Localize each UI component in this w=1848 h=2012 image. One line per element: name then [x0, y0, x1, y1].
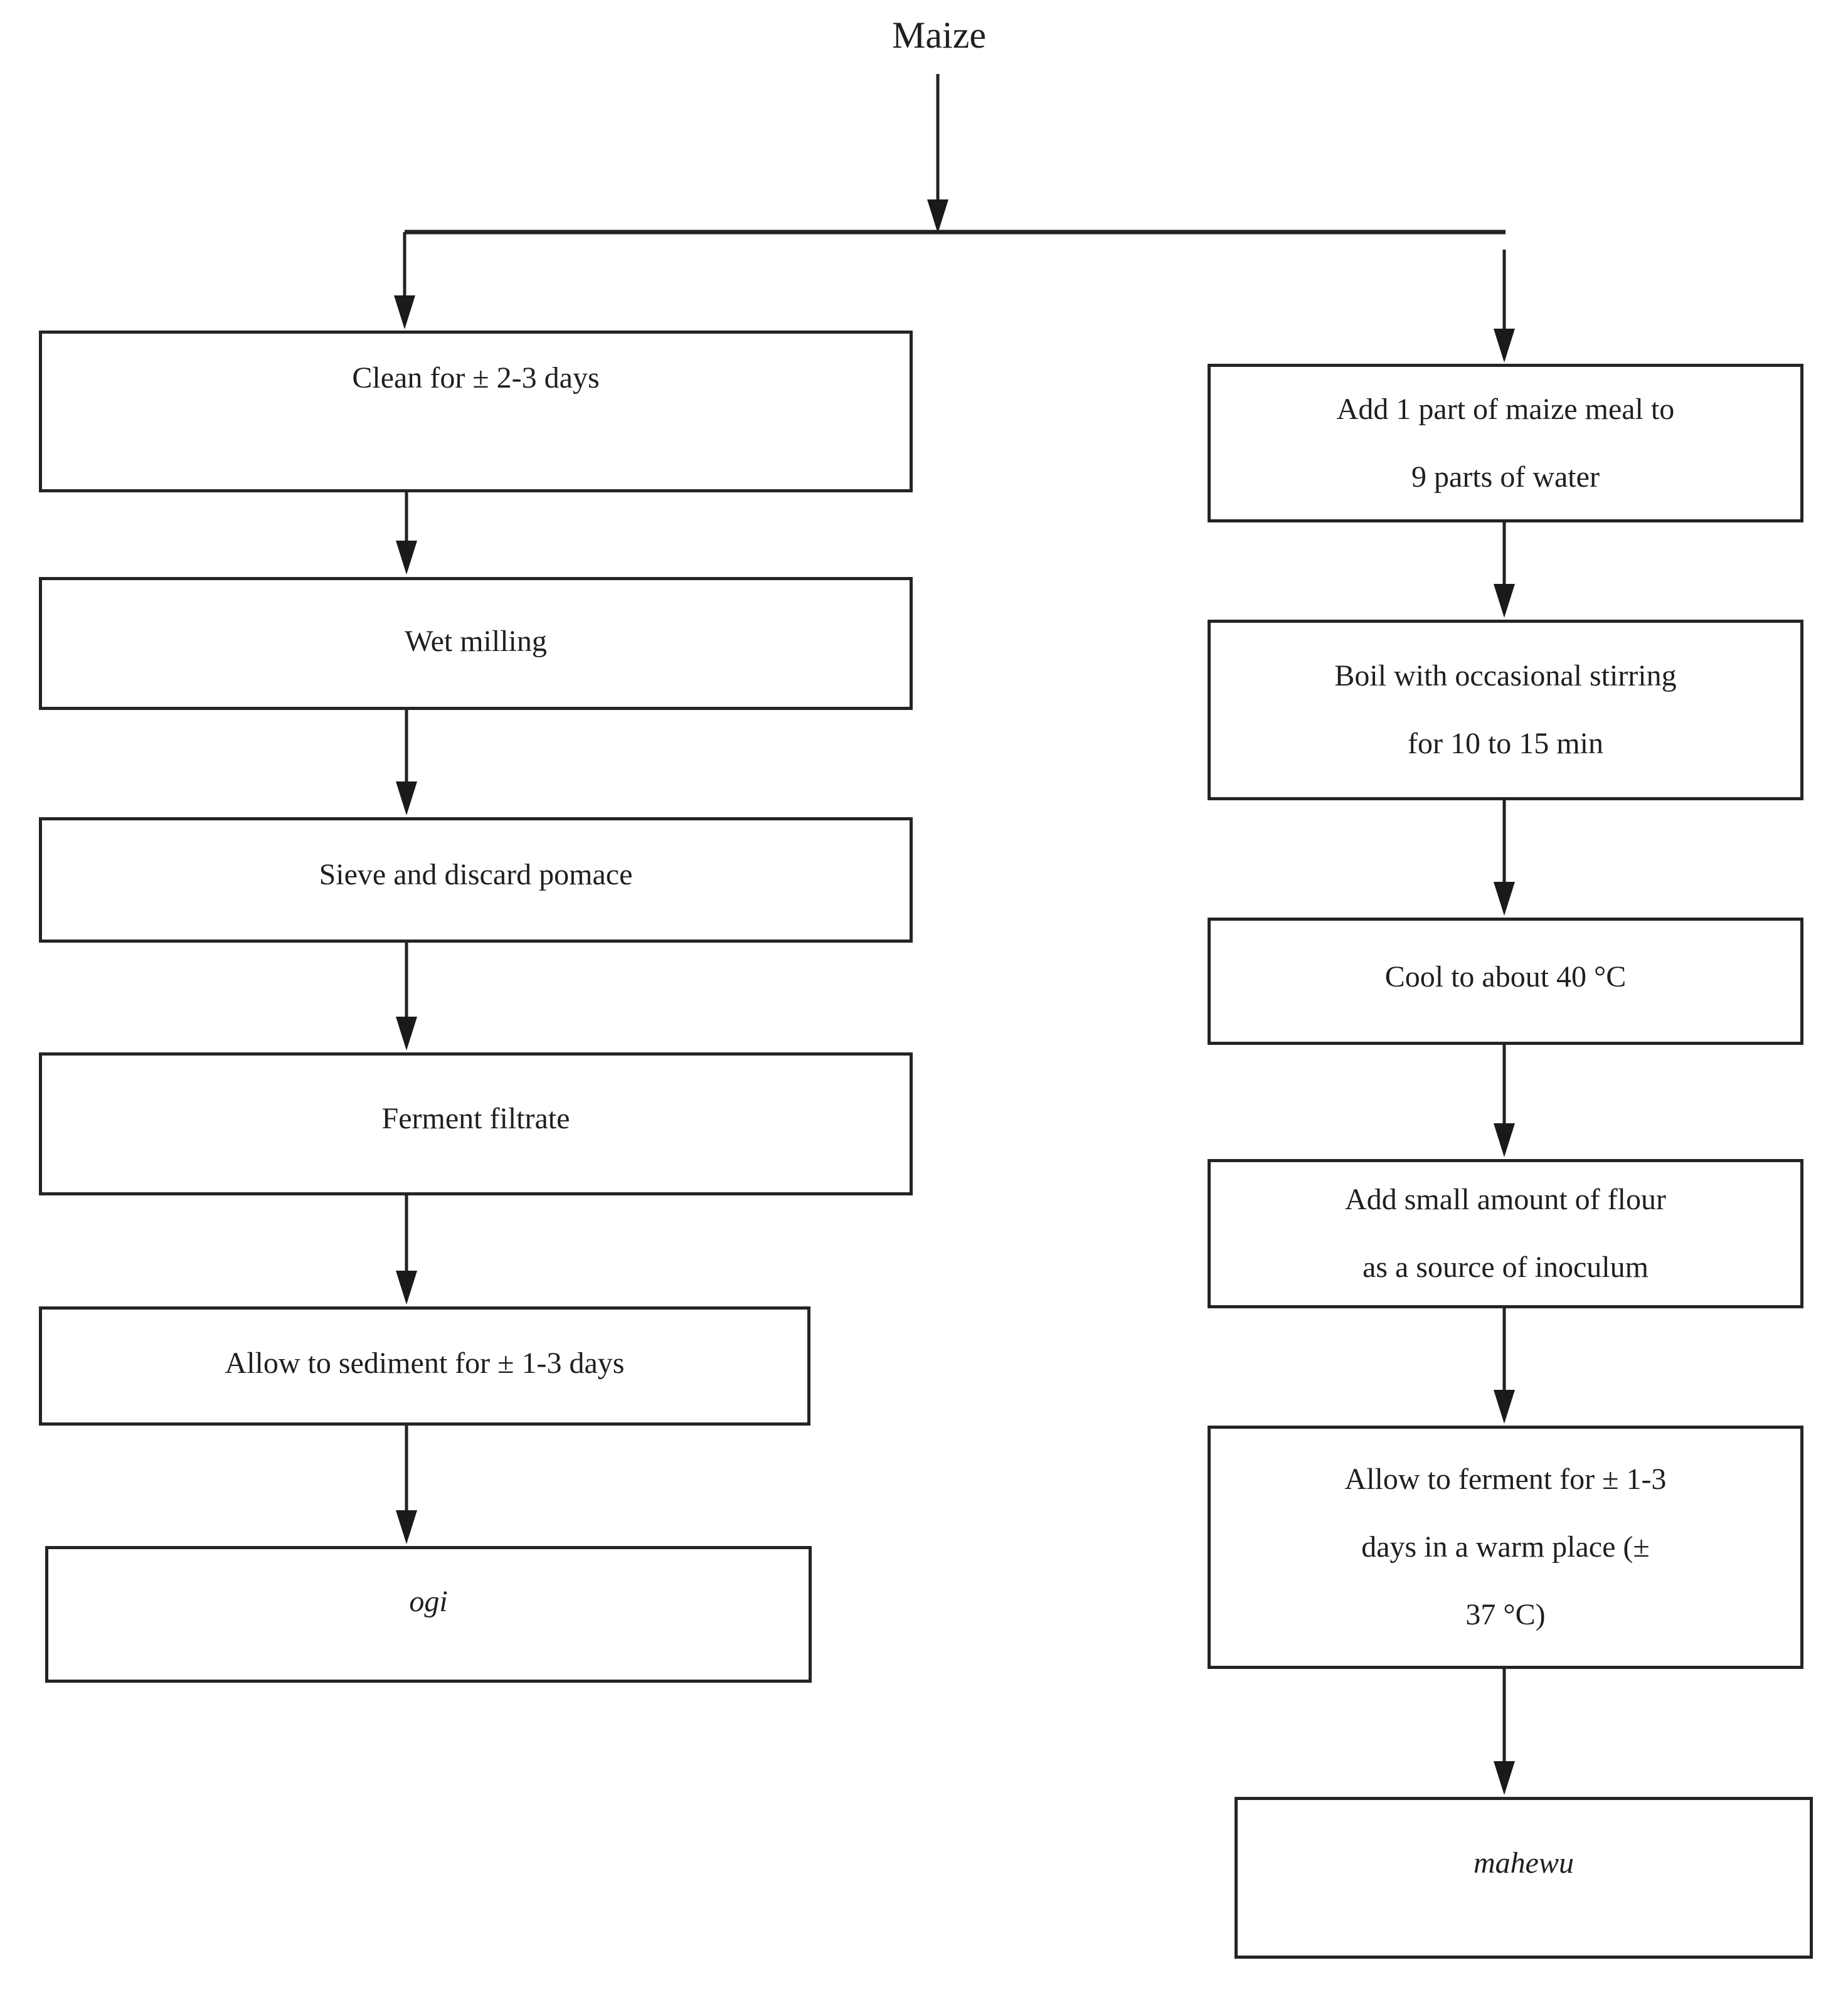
step-label: Allow to sediment for ± 1-3 days: [225, 1346, 625, 1380]
arrow-branch-to-right: [1494, 250, 1515, 363]
step-box-boil-stirring: Boil with occasional stirring for 10 to …: [1208, 620, 1803, 800]
step-label-line: as a source of inoculum: [1362, 1251, 1649, 1284]
step-label-line: days in a warm place (±: [1361, 1530, 1650, 1564]
step-label-line: Add small amount of flour: [1345, 1183, 1666, 1216]
step-label: Ferment filtrate: [381, 1101, 570, 1135]
arrow-left-4-5: [396, 1195, 417, 1305]
product-label: ogi: [409, 1584, 448, 1618]
arrow-branch-to-left: [394, 232, 415, 329]
product-box-ogi: ogi: [45, 1546, 812, 1683]
step-label-line: 9 parts of water: [1411, 460, 1600, 494]
step-box-add-flour-inoculum: Add small amount of flour as a source of…: [1208, 1159, 1803, 1308]
step-box-sediment: Allow to sediment for ± 1-3 days: [39, 1306, 810, 1426]
arrow-right-3-4: [1494, 1045, 1515, 1157]
step-box-sieve-discard-pomace: Sieve and discard pomace: [39, 817, 913, 943]
arrow-left-3-4: [396, 943, 417, 1051]
arrow-left-2-3: [396, 710, 417, 815]
step-label-line: 37 °C): [1465, 1598, 1546, 1631]
arrow-left-5-product: [396, 1426, 417, 1544]
step-label: Sieve and discard pomace: [319, 857, 633, 891]
step-label: Clean for ± 2-3 days: [352, 361, 600, 395]
arrow-maize-to-branch: [927, 74, 948, 233]
arrow-right-5-product: [1494, 1669, 1515, 1795]
product-label: mahewu: [1474, 1846, 1574, 1880]
step-label-line: Allow to ferment for ± 1-3: [1344, 1463, 1667, 1496]
step-box-maize-meal-water: Add 1 part of maize meal to 9 parts of w…: [1208, 364, 1803, 522]
arrow-left-1-2: [396, 492, 417, 574]
step-label: Cool to about 40 °C: [1384, 960, 1627, 994]
step-box-ferment-warm: Allow to ferment for ± 1-3 days in a war…: [1208, 1426, 1803, 1669]
step-label-line: Add 1 part of maize meal to: [1336, 392, 1675, 426]
step-box-clean: Clean for ± 2-3 days: [39, 331, 913, 492]
step-box-ferment-filtrate: Ferment filtrate: [39, 1052, 913, 1195]
arrow-right-4-5: [1494, 1308, 1515, 1424]
source-node-maize: Maize: [892, 14, 986, 56]
step-label-line: Boil with occasional stirring: [1334, 659, 1677, 692]
step-box-wet-milling: Wet milling: [39, 577, 913, 710]
step-label: Wet milling: [405, 624, 547, 658]
step-label-line: for 10 to 15 min: [1408, 727, 1603, 760]
arrow-right-1-2: [1494, 522, 1515, 618]
product-box-mahewu: mahewu: [1235, 1797, 1813, 1959]
step-box-cool: Cool to about 40 °C: [1208, 918, 1803, 1045]
arrow-right-2-3: [1494, 800, 1515, 916]
